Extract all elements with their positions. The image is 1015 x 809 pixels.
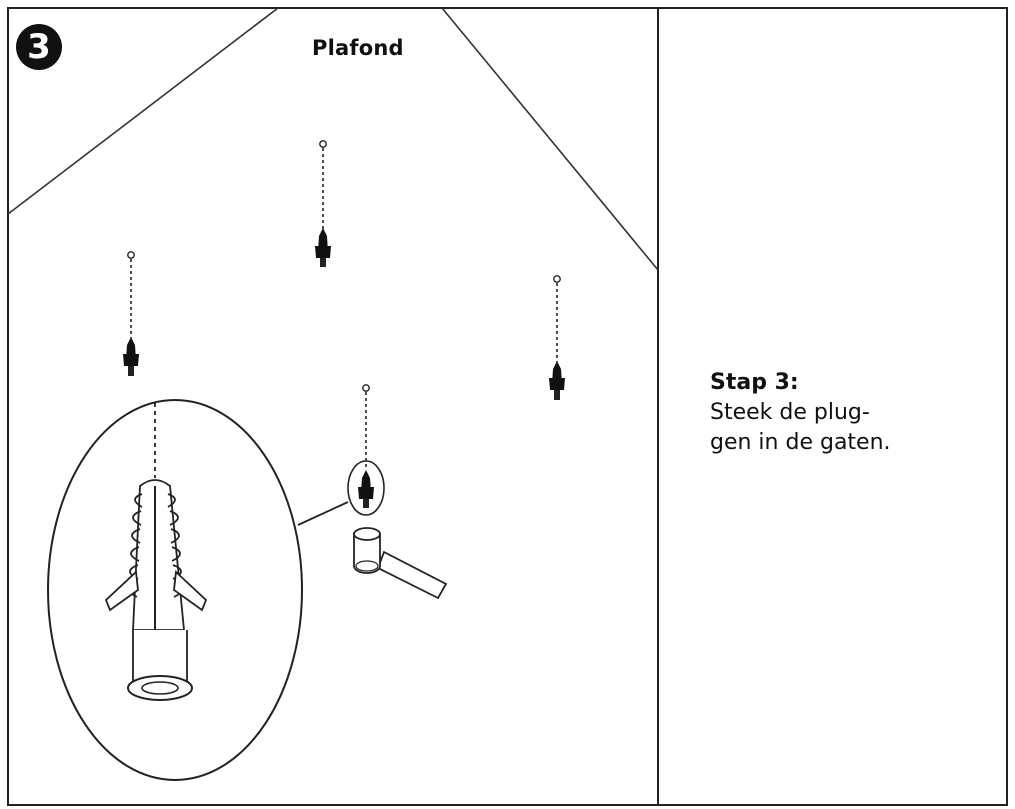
wall-plug-4 [347, 384, 385, 516]
step-title: Stap 3: [710, 370, 799, 395]
plug-detail-zoom [47, 399, 303, 781]
hammer-illustration [353, 527, 448, 600]
step-instruction: Stap 3: Steek de plug- gen in de gaten. [710, 368, 980, 458]
instruction-line-1: Steek de plug- [710, 400, 870, 425]
ceiling-edge-right [441, 7, 659, 271]
detail-focus-ring [347, 460, 385, 516]
detail-connector [297, 501, 349, 526]
outer-frame [7, 7, 1008, 806]
ceiling-edge-left [7, 7, 279, 215]
step-number-badge: 3 [16, 24, 62, 70]
wall-plug-3 [549, 275, 565, 400]
wall-plug-1 [315, 140, 331, 267]
wall-plug-2 [123, 251, 139, 376]
instruction-line-2: gen in de gaten. [710, 430, 891, 455]
ceiling-label: Plafond [312, 36, 404, 60]
